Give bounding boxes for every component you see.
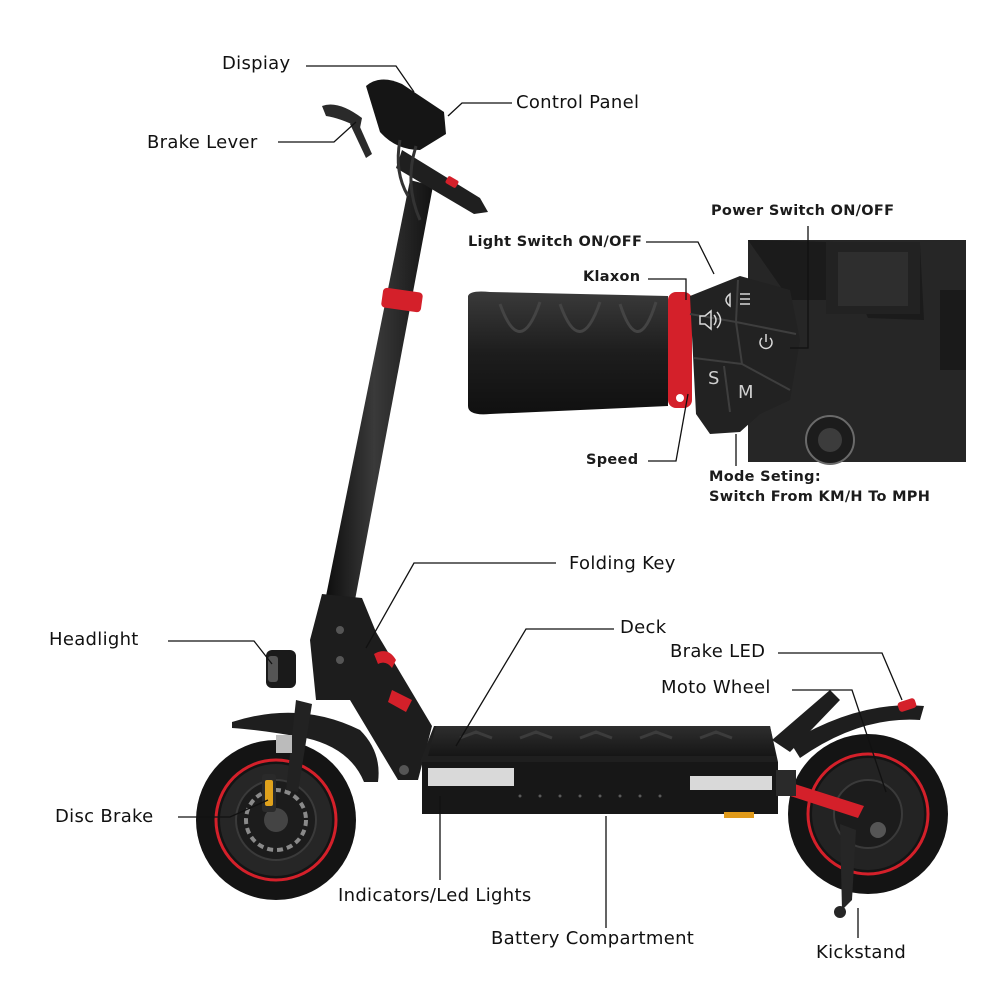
- label-deck: Deck: [620, 617, 667, 638]
- disc-brake-rotor: [244, 774, 308, 852]
- label-power-switch: Power Switch ON/OFF: [711, 203, 895, 219]
- folding-key-lever: [374, 651, 412, 712]
- label-kickstand: Kickstand: [816, 942, 907, 963]
- label-headlight: Headlight: [49, 629, 139, 650]
- brake-led-light: [897, 698, 917, 712]
- mode-button-letter: M: [738, 382, 754, 403]
- label-battery-compartment: Battery Compartment: [491, 928, 695, 949]
- grip-red-ring: [668, 292, 692, 408]
- label-mode-setting: Mode Seting: Switch From KM/H To MPH: [709, 467, 930, 507]
- front-wheel: [196, 740, 356, 900]
- battery-led-dots: [518, 794, 662, 798]
- headlight-icon: [725, 292, 750, 308]
- label-brake-lever: Brake Lever: [147, 132, 258, 153]
- label-speed: Speed: [586, 452, 639, 468]
- handlebar: [322, 79, 488, 221]
- label-control-panel: Control Panel: [516, 92, 640, 113]
- label-disc-brake: Disc Brake: [55, 806, 154, 827]
- label-brake-led: Brake LED: [670, 641, 766, 662]
- label-moto-wheel: Moto Wheel: [661, 677, 771, 698]
- control-panel-inset: S M: [468, 240, 966, 465]
- label-folding-key: Folding Key: [569, 553, 676, 574]
- handlebar-grip: [468, 291, 668, 415]
- front-fork: [276, 700, 312, 792]
- front-fender: [232, 712, 379, 782]
- indicator-led-strip: [428, 768, 772, 818]
- rear-wheel: [788, 734, 948, 894]
- kickstand-bar: [840, 824, 856, 910]
- label-indicators: Indicators/Led Lights: [338, 885, 532, 906]
- button-housing: [690, 276, 800, 434]
- label-light-switch: Light Switch ON/OFF: [468, 234, 643, 250]
- rear-suspension: [776, 770, 864, 818]
- label-mode-setting-line1: Mode Seting:: [709, 469, 821, 485]
- stem-tube: [326, 180, 433, 600]
- label-display: Dispiay: [222, 53, 291, 74]
- deck-board: [420, 726, 778, 814]
- power-icon: [759, 334, 773, 350]
- leader-lines: [168, 65, 903, 938]
- rear-fender: [790, 705, 924, 758]
- headlight-lamp: [266, 650, 296, 688]
- folding-base: [310, 594, 432, 780]
- label-mode-setting-line2: Switch From KM/H To MPH: [709, 489, 931, 505]
- stem-red-collar: [381, 287, 423, 313]
- label-klaxon: Klaxon: [583, 269, 641, 285]
- speaker-icon: [699, 309, 722, 331]
- fender-bracket: [772, 690, 840, 752]
- kickstand-foot: [834, 906, 846, 918]
- speed-button-letter: S: [708, 368, 719, 389]
